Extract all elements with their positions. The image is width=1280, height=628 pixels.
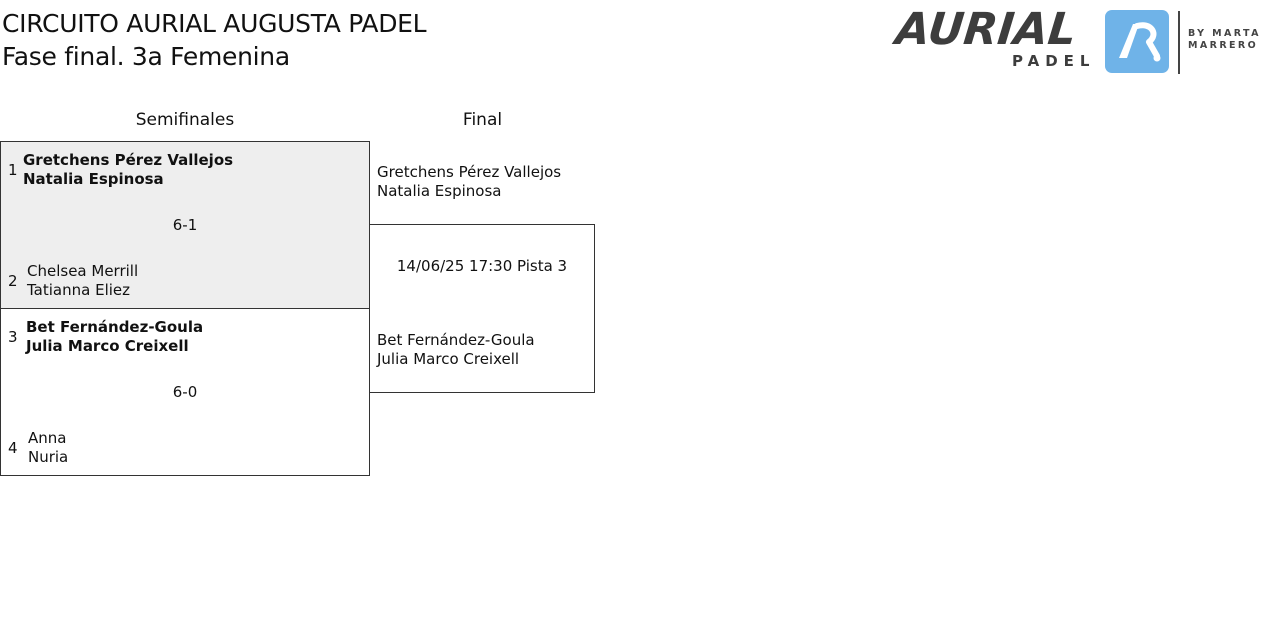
logo-wordmark: AURIAL (893, 4, 1079, 55)
page-title: CIRCUITO AURIAL AUGUSTA PADEL (2, 9, 427, 38)
player-name: Natalia Espinosa (23, 170, 164, 188)
player-name: Bet Fernández-Goula (26, 318, 204, 336)
player-name: Natalia Espinosa (377, 182, 502, 200)
team-bottom: Chelsea Merrill Tatianna Eliez (27, 262, 138, 300)
final-schedule: 14/06/25 17:30 Pista 3 (396, 257, 568, 275)
player-name: Julia Marco Creixell (26, 337, 189, 355)
seed-number: 4 (8, 439, 18, 457)
logo-by-line: BY MARTA MARRERO (1188, 28, 1261, 51)
round-header-final: Final (462, 110, 503, 130)
page-subtitle: Fase final. 3a Femenina (2, 42, 290, 71)
team-top-winner: Gretchens Pérez Vallejos Natalia Espinos… (23, 151, 233, 189)
match-score: 6-1 (172, 216, 198, 234)
final-team-top: Gretchens Pérez Vallejos Natalia Espinos… (377, 163, 561, 201)
player-name: Chelsea Merrill (27, 262, 139, 280)
logo-divider (1178, 11, 1180, 74)
aurial-padel-logo: AURIAL PADEL BY MARTA MARRERO (893, 4, 1274, 76)
seed-number: 1 (8, 161, 18, 179)
logo-badge-icon (1105, 10, 1169, 73)
seed-number: 2 (8, 272, 18, 290)
page-title-block: CIRCUITO AURIAL AUGUSTA PADEL Fase final… (2, 8, 427, 74)
player-name: Tatianna Eliez (27, 281, 131, 299)
team-top-winner: Bet Fernández-Goula Julia Marco Creixell (26, 318, 203, 356)
player-name: Gretchens Pérez Vallejos (377, 163, 562, 181)
semifinal-match-2[interactable]: 3 Bet Fernández-Goula Julia Marco Creixe… (0, 308, 370, 476)
logo-subtext: PADEL (1012, 52, 1096, 70)
final-match[interactable]: 14/06/25 17:30 Pista 3 Bet Fernández-Gou… (369, 224, 595, 393)
team-bottom: Anna Nuria (28, 429, 68, 467)
player-name: Gretchens Pérez Vallejos (23, 151, 234, 169)
final-team-bottom: Bet Fernández-Goula Julia Marco Creixell (377, 331, 535, 369)
match-score: 6-0 (172, 383, 198, 401)
player-name: Nuria (28, 448, 69, 466)
semifinal-match-1[interactable]: 1 Gretchens Pérez Vallejos Natalia Espin… (0, 141, 370, 309)
seed-number: 3 (8, 328, 18, 346)
player-name: Bet Fernández-Goula (377, 331, 535, 349)
player-name: Anna (28, 429, 67, 447)
round-header-semifinals: Semifinales (135, 110, 235, 130)
player-name: Julia Marco Creixell (377, 350, 520, 368)
